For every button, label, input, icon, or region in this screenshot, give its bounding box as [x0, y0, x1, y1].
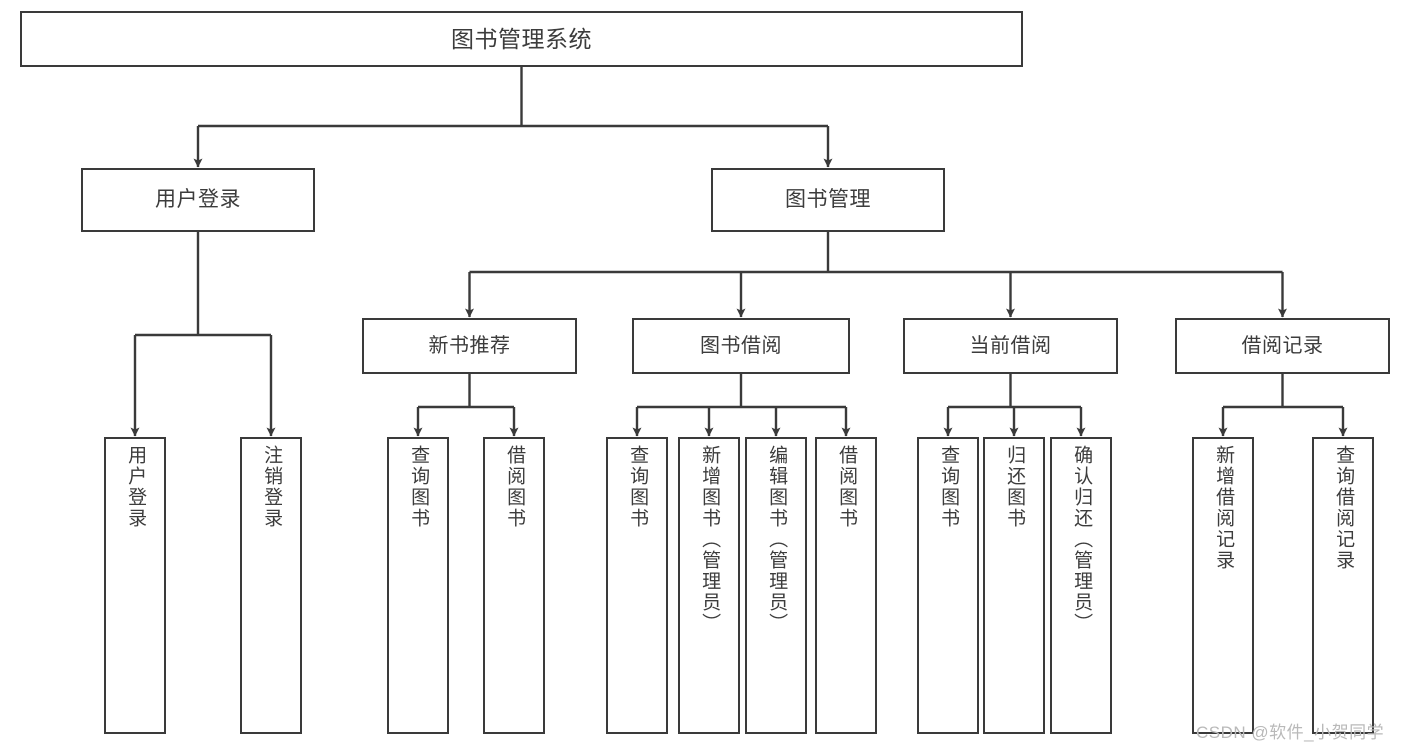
node-current-borrow[interactable]: 当前借阅	[903, 318, 1118, 374]
node-root[interactable]: 图书管理系统	[20, 11, 1023, 67]
node-leaf-add-book[interactable]: 新增图书（管理员）	[678, 437, 740, 734]
node-user-login[interactable]: 用户登录	[81, 168, 315, 232]
node-label: 当前借阅	[969, 334, 1052, 357]
node-label: 新增图书（管理员）	[699, 445, 721, 634]
node-book-borrow[interactable]: 图书借阅	[632, 318, 850, 374]
node-label: 借阅记录	[1241, 334, 1324, 357]
node-new-book-rec[interactable]: 新书推荐	[362, 318, 577, 374]
node-label: 查询图书	[938, 445, 960, 529]
node-leaf-return[interactable]: 归还图书	[983, 437, 1045, 734]
node-label: 查询图书	[408, 445, 430, 529]
node-label: 图书管理	[785, 188, 871, 212]
node-leaf-logout[interactable]: 注销登录	[240, 437, 302, 734]
node-label: 用户登录	[125, 445, 147, 529]
csdn-watermark: CSDN @软件_小贺同学	[1196, 723, 1385, 742]
node-leaf-query-2[interactable]: 查询图书	[606, 437, 668, 734]
node-leaf-query-1[interactable]: 查询图书	[387, 437, 449, 734]
node-label: 确认归还（管理员）	[1071, 445, 1093, 634]
node-label: 新书推荐	[428, 334, 511, 357]
node-leaf-confirm[interactable]: 确认归还（管理员）	[1050, 437, 1112, 734]
node-label: 注销登录	[261, 445, 283, 529]
node-label: 用户登录	[155, 188, 241, 212]
node-borrow-record[interactable]: 借阅记录	[1175, 318, 1390, 374]
node-label: 查询借阅记录	[1333, 445, 1355, 571]
node-leaf-add-rec[interactable]: 新增借阅记录	[1192, 437, 1254, 734]
node-leaf-edit-book[interactable]: 编辑图书（管理员）	[745, 437, 807, 734]
node-leaf-query-3[interactable]: 查询图书	[917, 437, 979, 734]
node-label: 编辑图书（管理员）	[766, 445, 788, 634]
node-label: 查询图书	[627, 445, 649, 529]
node-leaf-borrow-1[interactable]: 借阅图书	[483, 437, 545, 734]
node-leaf-borrow-2[interactable]: 借阅图书	[815, 437, 877, 734]
node-label: 图书管理系统	[451, 25, 592, 52]
node-label: 图书借阅	[700, 334, 782, 357]
node-leaf-user-login[interactable]: 用户登录	[104, 437, 166, 734]
node-label: 借阅图书	[504, 445, 526, 529]
node-label: 新增借阅记录	[1213, 445, 1235, 571]
node-book-manage[interactable]: 图书管理	[711, 168, 945, 232]
node-label: 归还图书	[1004, 445, 1026, 529]
node-label: 借阅图书	[836, 445, 858, 529]
node-leaf-query-rec[interactable]: 查询借阅记录	[1312, 437, 1374, 734]
